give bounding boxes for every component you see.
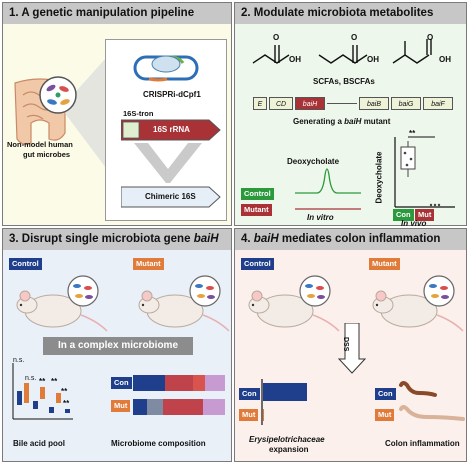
gene-baiB: baiB bbox=[359, 97, 389, 110]
generating-prefix: Generating a bbox=[293, 117, 345, 126]
molecule-1-oh: OH bbox=[289, 55, 301, 64]
chimeric-label: Chimeric 16S bbox=[145, 192, 196, 201]
inflammation-label: Colon inflammation bbox=[385, 439, 460, 448]
mut-tag: Mut bbox=[239, 409, 259, 421]
sig-label-2: ** bbox=[51, 377, 58, 386]
in-vivo-label: In vivo bbox=[401, 219, 427, 228]
control-tag: Control bbox=[241, 188, 274, 200]
rrna-arrow bbox=[121, 119, 221, 141]
panel-metabolites: 2. Modulate microbiota metabolites O OH … bbox=[234, 2, 467, 228]
sig-label-1: ** bbox=[39, 377, 46, 386]
con-tag-colon: Con bbox=[375, 388, 396, 400]
panel3-title-gene: baiH bbox=[193, 233, 219, 245]
ns-label-2: n.s. bbox=[25, 375, 37, 382]
molecule-1 bbox=[252, 45, 290, 64]
mouse-control-icon bbox=[16, 275, 108, 332]
panel4-title-prefix: 4. bbox=[241, 233, 254, 245]
panel4-title-suffix: mediates colon inflammation bbox=[278, 233, 441, 245]
gene-baiF: baiF bbox=[423, 97, 453, 110]
con-tag: Con bbox=[111, 377, 132, 389]
dss-arrow bbox=[337, 323, 367, 374]
mutant-tag: Mutant bbox=[369, 258, 400, 270]
merge-shape bbox=[134, 143, 202, 183]
molecule-3-o: O bbox=[427, 33, 434, 42]
composition-bars bbox=[133, 375, 225, 415]
panel-disrupt-gene: 3. Disrupt single microbiota gene baiH C… bbox=[2, 228, 232, 462]
sig-label-3: ** bbox=[61, 387, 68, 396]
scfa-label: SCFAs, BSCFAs bbox=[313, 77, 375, 86]
expansion-taxon: Erysipelotrichaceae bbox=[249, 435, 325, 444]
tron-label: 16S-tron bbox=[123, 109, 154, 118]
mutant-tag: Mutant bbox=[133, 258, 164, 270]
complex-banner: In a complex microbiome bbox=[43, 337, 193, 355]
colon-short-icon bbox=[399, 381, 437, 397]
gene-gap bbox=[327, 103, 357, 104]
mut-tag-colon: Mut bbox=[375, 409, 395, 421]
panel4-title-gene: baiH bbox=[253, 233, 279, 245]
chimeric-arrow bbox=[121, 186, 221, 208]
sig-label-4: ** bbox=[63, 399, 70, 408]
gene-CD: CD bbox=[269, 97, 293, 110]
con-tag: Con bbox=[239, 388, 260, 400]
panel-colon-inflammation: 4. baiH mediates colon inflammation Cont… bbox=[234, 228, 467, 462]
ns-label-1: n.s. bbox=[13, 357, 25, 364]
microbes-zoom-circle bbox=[39, 76, 77, 114]
control-tag: Control bbox=[9, 258, 42, 270]
control-tag: Control bbox=[241, 258, 274, 270]
colon-long-icon bbox=[399, 405, 465, 421]
in-vitro-plot bbox=[295, 168, 361, 210]
expansion-plot bbox=[261, 379, 307, 425]
mutant-tag: Mutant bbox=[241, 204, 272, 216]
panel4-title: 4. baiH mediates colon inflammation bbox=[235, 229, 466, 250]
rrna-label: 16S rRNA bbox=[153, 125, 190, 134]
panel1-title: 1. A genetic manipulation pipeline bbox=[3, 3, 231, 24]
composition-label: Microbiome composition bbox=[111, 439, 206, 448]
y-axis-label: Deoxycholate bbox=[374, 151, 384, 204]
molecule-3 bbox=[392, 39, 432, 64]
in-vivo-plot bbox=[394, 136, 455, 208]
panel3-title-prefix: 3. Disrupt single microbiota gene bbox=[9, 233, 194, 245]
bile-acid-plot bbox=[12, 363, 73, 420]
generating-label: Generating a baiH mutant bbox=[293, 117, 390, 126]
gene-cluster: E CD baiH baiB baiG baiF bbox=[253, 97, 453, 111]
plasmid-icon bbox=[133, 55, 199, 82]
mut-tag: Mut bbox=[415, 209, 435, 221]
panel3-title: 3. Disrupt single microbiota gene baiH bbox=[3, 229, 231, 250]
significance-label: ** bbox=[409, 129, 416, 138]
molecule-2-o: O bbox=[351, 33, 358, 42]
mouse-mutant-icon bbox=[138, 275, 230, 332]
in-vitro-label: In vitro bbox=[307, 213, 334, 222]
gene-baiH: baiH bbox=[295, 97, 325, 110]
molecule-1-o: O bbox=[273, 33, 280, 42]
zoom-connector bbox=[61, 58, 106, 168]
mouse-control-icon bbox=[248, 275, 340, 332]
molecule-2 bbox=[318, 45, 368, 64]
molecule-2-oh: OH bbox=[367, 55, 379, 64]
mouse-mutant-icon bbox=[372, 275, 464, 332]
crispr-label: CRISPRi-dCpf1 bbox=[143, 90, 201, 99]
microbes-label-line2: gut microbes bbox=[23, 150, 71, 159]
expansion-word: expansion bbox=[269, 445, 309, 454]
gene-E: E bbox=[253, 97, 267, 110]
microbes-label-line1: Non-model human bbox=[7, 140, 73, 149]
con-tag: Con bbox=[393, 209, 414, 221]
gene-baiG: baiG bbox=[391, 97, 421, 110]
panel-genetic-pipeline: 1. A genetic manipulation pipeline Non-m… bbox=[2, 2, 232, 226]
deoxycholate-label: Deoxycholate bbox=[287, 157, 340, 166]
mut-tag: Mut bbox=[111, 400, 131, 412]
panel2-title: 2. Modulate microbiota metabolites bbox=[235, 3, 466, 24]
dss-label: DSS bbox=[342, 337, 349, 352]
generating-gene: baiH bbox=[344, 117, 362, 126]
generating-suffix: mutant bbox=[361, 117, 391, 126]
bile-acid-label: Bile acid pool bbox=[13, 439, 66, 448]
molecule-3-oh: OH bbox=[439, 55, 451, 64]
